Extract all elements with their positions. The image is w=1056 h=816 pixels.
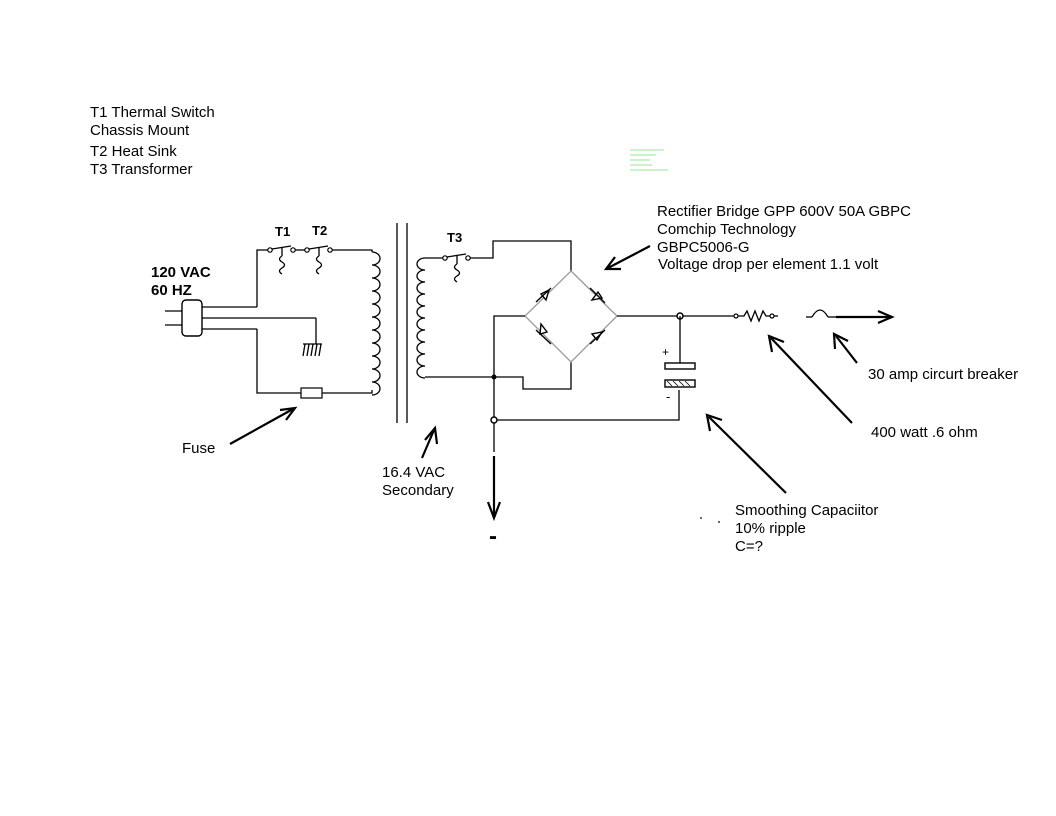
capacitor-minus-label: - (666, 389, 670, 404)
fuse-annotation: Fuse (182, 440, 215, 457)
capacitor-line3: C=? (735, 538, 763, 555)
secondary-bottom-leg (425, 362, 572, 390)
capacitor-line1: Smoothing Capaciitor (735, 502, 878, 519)
stray-dot (700, 517, 702, 519)
bridge-rectifier (524, 270, 618, 363)
ac-plug (165, 299, 316, 337)
stray-dot (718, 521, 720, 523)
input-voltage-label: 120 VAC (151, 264, 211, 281)
circuit-breaker (806, 309, 836, 318)
transformer-secondary-coil (416, 257, 426, 379)
legend-t2: T2 Heat Sink (90, 143, 177, 160)
transformer-core (396, 223, 408, 423)
thermal-switch-t2 (315, 248, 323, 275)
legend-t1-sub: Chassis Mount (90, 122, 190, 139)
watermark-block (630, 149, 668, 171)
resistor-annotation: 400 watt .6 ohm (871, 424, 978, 441)
breaker-annotation: 30 amp circurt breaker (868, 366, 1018, 383)
capacitor-plus-label: + (662, 345, 669, 359)
transformer-primary-coil (371, 251, 381, 396)
primary-hot-leg (256, 245, 373, 307)
rectifier-line4: Voltage drop per element 1.1 volt (658, 256, 879, 273)
smoothing-capacitor (664, 362, 696, 388)
rectifier-line2: Comchip Technology (657, 221, 796, 238)
legend-t1: T1 Thermal Switch (90, 104, 215, 121)
capacitor-annotation: Smoothing Capaciitor 10% ripple C=? (735, 502, 878, 555)
t3-label: T3 (447, 230, 462, 245)
positive-rail (617, 312, 735, 363)
negative-output-arrow (486, 456, 502, 522)
rectifier-annotation: Rectifier Bridge GPP 600V 50A GBPC Comch… (657, 203, 911, 273)
thermal-switch-t1 (278, 248, 286, 275)
legend-t3: T3 Transformer (90, 161, 193, 178)
t1-label: T1 (275, 224, 290, 239)
fuse-callout-arrow (229, 406, 298, 445)
callout-arrows (229, 245, 858, 494)
component-legend: T1 Thermal Switch Chassis Mount T2 Heat … (90, 104, 215, 178)
rectifier-callout-arrow (603, 245, 651, 271)
secondary-top-leg (425, 240, 572, 283)
rectifier-line3: GBPC5006-G (657, 239, 750, 256)
capacitor-callout-arrow (705, 413, 787, 494)
resistor-callout-arrow (767, 334, 853, 424)
negative-output-label: - (489, 523, 497, 550)
secondary-voltage-label: 16.4 VAC (382, 464, 445, 481)
chassis-ground-symbol (302, 318, 322, 357)
input-frequency-label: 60 HZ (151, 282, 192, 299)
positive-output-arrow (836, 309, 895, 325)
negative-rail (490, 315, 680, 452)
secondary-word-label: Secondary (382, 482, 454, 499)
secondary-callout-arrow (420, 425, 439, 459)
primary-neutral-leg (256, 329, 373, 399)
load-resistor (733, 309, 778, 323)
capacitor-line2: 10% ripple (735, 520, 806, 537)
rectifier-line1: Rectifier Bridge GPP 600V 50A GBPC (657, 203, 911, 220)
t2-label: T2 (312, 223, 327, 238)
breaker-callout-arrow (832, 332, 858, 364)
